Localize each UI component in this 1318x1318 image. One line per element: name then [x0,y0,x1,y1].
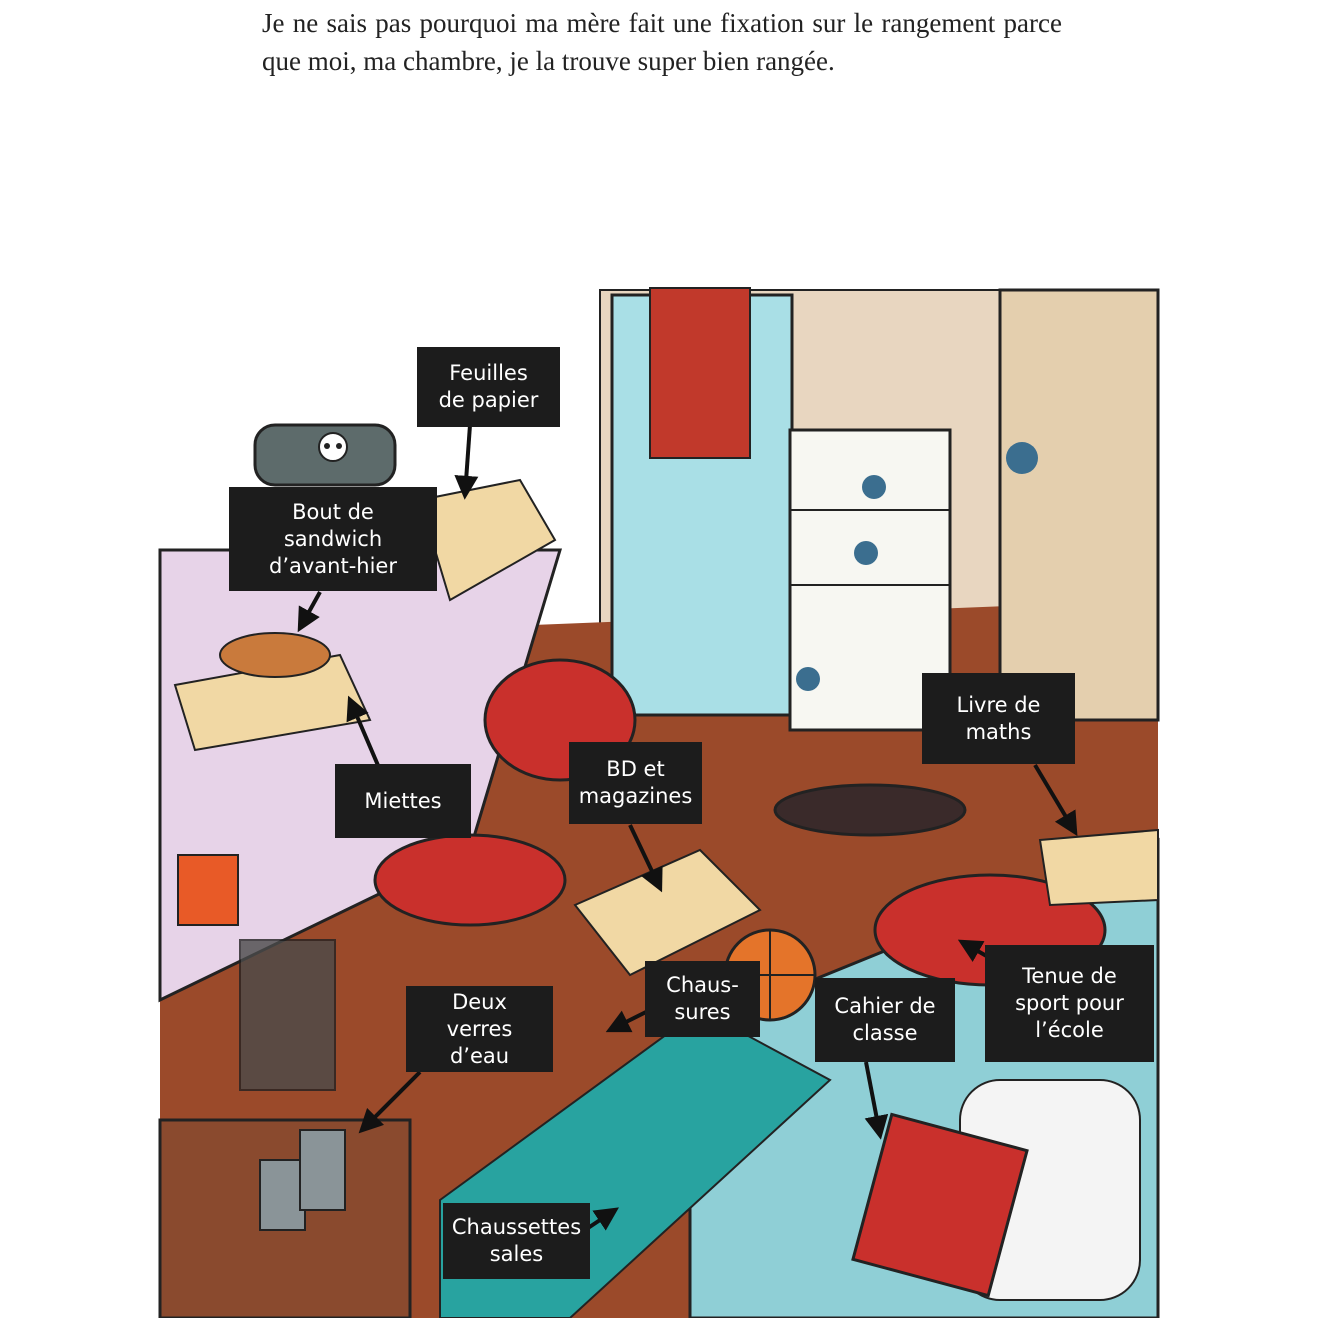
label-tenue-de-sport: Tenue de sport pour l’école [985,945,1154,1062]
label-miettes: Miettes [335,764,471,838]
right-door [998,288,1160,722]
label-livre-de-maths: Livre de maths [922,673,1075,764]
label-feuilles-de-papier: Feuilles de papier [417,347,560,427]
label-chaussures: Chaus- sures [645,961,760,1037]
pencil-cup [177,854,239,926]
red-notebook [851,1112,1029,1298]
math-book [1038,828,1159,907]
skull-icon [318,432,348,462]
red-towel [649,287,751,459]
paper-stack [418,478,557,602]
sandwich [219,632,331,678]
trash-basket [239,939,336,1091]
label-chaussettes-sales: Chaussettes sales [443,1203,590,1279]
skateboard [773,783,967,837]
water-glass-left [259,1159,306,1231]
label-deux-verres-deau: Deux verres d’eau [406,986,553,1072]
label-bout-de-sandwich: Bout de sandwich d’avant-hier [229,487,437,591]
label-cahier-de-classe: Cahier de classe [815,978,955,1062]
label-bd-et-magazines: BD et magazines [569,742,702,824]
desk-chair-seat [373,833,567,927]
intro-text: Je ne sais pas pourquoi ma mère fait une… [262,8,1062,76]
water-glass-right [299,1129,346,1211]
